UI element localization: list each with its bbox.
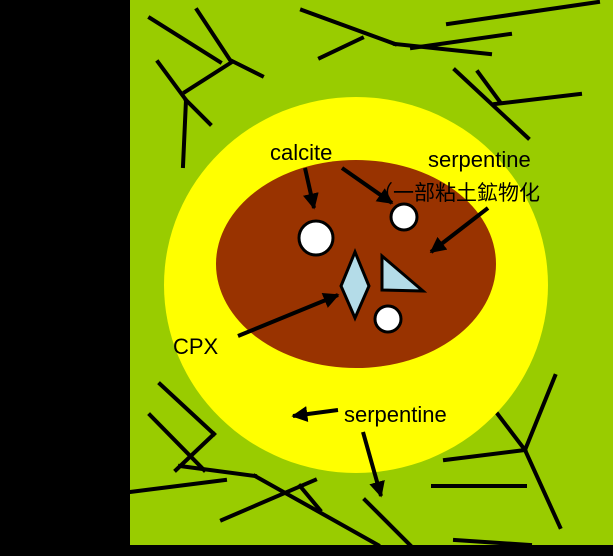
arrow-cpx	[237, 293, 340, 338]
label-serpentine-outer: serpentine	[344, 402, 447, 427]
arrow-serpentine-down	[361, 431, 385, 498]
arrow-calcite-left	[303, 167, 319, 210]
fiber-lines-top	[147, 0, 601, 169]
arrow-calcite-right	[340, 166, 394, 205]
calcite-grain	[373, 304, 403, 334]
fiber-lines-bottom	[127, 373, 563, 548]
label-calcite: calcite	[270, 140, 332, 165]
label-cpx: CPX	[173, 334, 219, 359]
calcite-grains	[297, 202, 419, 334]
label-serpentine-inner: serpentine	[428, 147, 531, 172]
cpx-triangle	[380, 252, 428, 293]
arrow-serpentine-left	[291, 406, 339, 423]
cpx-diamond	[339, 248, 371, 322]
arrows	[237, 166, 490, 498]
calcite-grain	[297, 219, 335, 257]
arrow-serpentine-inner	[429, 206, 490, 254]
label-clay-note: （一部粘土鉱物化	[372, 181, 540, 205]
calcite-grain	[389, 202, 419, 232]
